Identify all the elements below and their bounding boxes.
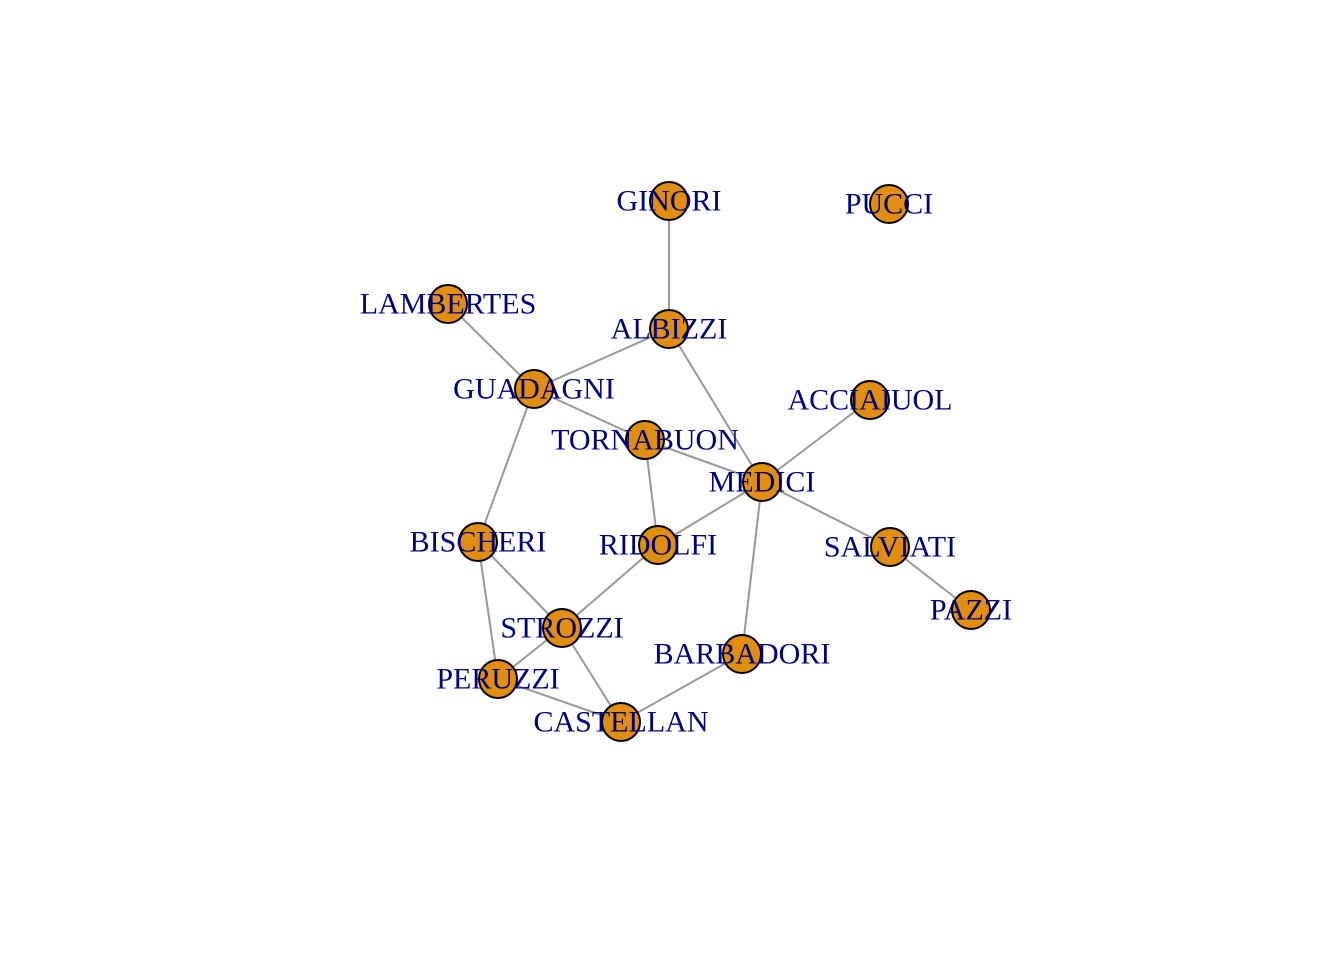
node-salviati bbox=[870, 527, 910, 567]
edge-albizzi-guadagni bbox=[533, 328, 670, 390]
edge-tornabuon-medici bbox=[644, 439, 763, 483]
node-albizzi bbox=[649, 309, 689, 349]
node-ridolfi bbox=[638, 525, 678, 565]
node-label-medici: MEDICI bbox=[709, 466, 816, 499]
node-label-ridolfi: RIDOLFI bbox=[599, 529, 717, 562]
edge-bischeri-strozzi bbox=[477, 541, 563, 629]
edge-medici-ridolfi bbox=[657, 481, 763, 546]
node-tornabuon bbox=[625, 420, 665, 460]
edge-guadagni-bischeri bbox=[477, 388, 535, 543]
nodes-layer bbox=[428, 181, 991, 742]
edge-bischeri-peruzzi bbox=[477, 541, 499, 680]
edge-ridolfi-strozzi bbox=[561, 544, 659, 629]
node-label-castellan: CASTELLAN bbox=[534, 706, 709, 739]
edge-medici-barbadori bbox=[741, 481, 763, 655]
edge-medici-salviati bbox=[761, 481, 891, 548]
node-label-albizzi: ALBIZZI bbox=[611, 313, 728, 346]
node-castellan bbox=[601, 702, 641, 742]
node-label-barbadori: BARBADORI bbox=[654, 638, 831, 671]
node-acciaiuol bbox=[850, 380, 890, 420]
node-peruzzi bbox=[478, 659, 518, 699]
node-label-peruzzi: PERUZZI bbox=[436, 663, 559, 696]
node-label-ginori: GINORI bbox=[617, 185, 722, 218]
node-label-strozzi: STROZZI bbox=[500, 612, 623, 645]
node-medici bbox=[742, 462, 782, 502]
edge-albizzi-medici bbox=[668, 328, 763, 483]
node-guadagni bbox=[514, 369, 554, 409]
edge-barbadori-castellan bbox=[620, 653, 743, 723]
node-lambertes bbox=[428, 284, 468, 324]
edge-guadagni-tornabuon bbox=[533, 388, 646, 441]
node-bischeri bbox=[458, 522, 498, 562]
node-label-pucci: PUCCI bbox=[845, 188, 933, 221]
node-strozzi bbox=[542, 608, 582, 648]
node-label-salviati: SALVIATI bbox=[824, 531, 956, 564]
node-label-acciaiuol: ACCIAIUOL bbox=[788, 384, 953, 417]
edge-lambertes-guadagni bbox=[447, 303, 535, 390]
edge-peruzzi-castellan bbox=[497, 678, 622, 723]
edge-acciaiuol-medici bbox=[761, 399, 871, 483]
node-ginori bbox=[649, 181, 689, 221]
labels-layer: ACCIAIUOL ALBIZZI BARBADORI BISCHERI CASTELL… bbox=[360, 185, 1012, 739]
node-pazzi bbox=[951, 590, 991, 630]
node-label-guadagni: GUADAGNI bbox=[453, 373, 615, 406]
node-label-bischeri: BISCHERI bbox=[410, 526, 547, 559]
node-label-pazzi: PAZZI bbox=[930, 594, 1012, 627]
node-label-lambertes: LAMBERTES bbox=[360, 288, 537, 321]
node-barbadori bbox=[722, 634, 762, 674]
node-pucci bbox=[869, 184, 909, 224]
node-label-tornabuon: TORNABUON bbox=[551, 424, 739, 457]
